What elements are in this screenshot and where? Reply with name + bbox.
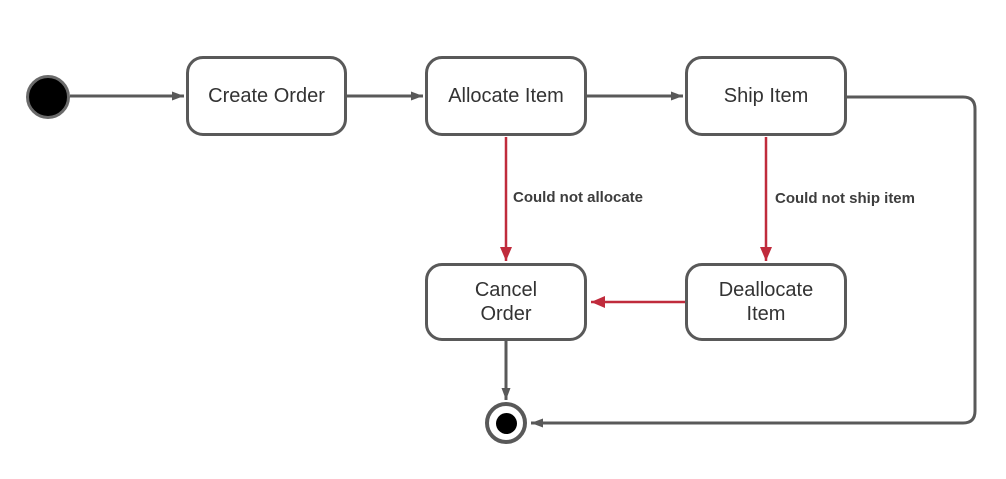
state-label-ship-item: Ship Item <box>723 84 809 107</box>
edge-ship-item-to-final-state <box>531 95 977 428</box>
state-label-create-order: Create Order <box>208 84 325 107</box>
initial-state-node <box>26 75 70 119</box>
final-state-node <box>485 402 527 444</box>
final-state-core <box>495 412 517 434</box>
state-label-cancel-order: Cancel Order <box>474 278 538 325</box>
state-label-deallocate-item: Deallocate Item <box>718 278 814 325</box>
state-create-order: Create Order <box>186 56 347 136</box>
edge-label-could-not-ship-item: Could not ship item <box>775 190 915 207</box>
state-allocate-item: Allocate Item <box>425 56 587 136</box>
edge-label-could-not-allocate: Could not allocate <box>513 189 644 206</box>
state-label-allocate-item: Allocate Item <box>448 84 564 107</box>
state-cancel-order: Cancel Order <box>425 263 587 341</box>
state-ship-item: Ship Item <box>685 56 847 136</box>
state-deallocate-item: Deallocate Item <box>685 263 847 341</box>
